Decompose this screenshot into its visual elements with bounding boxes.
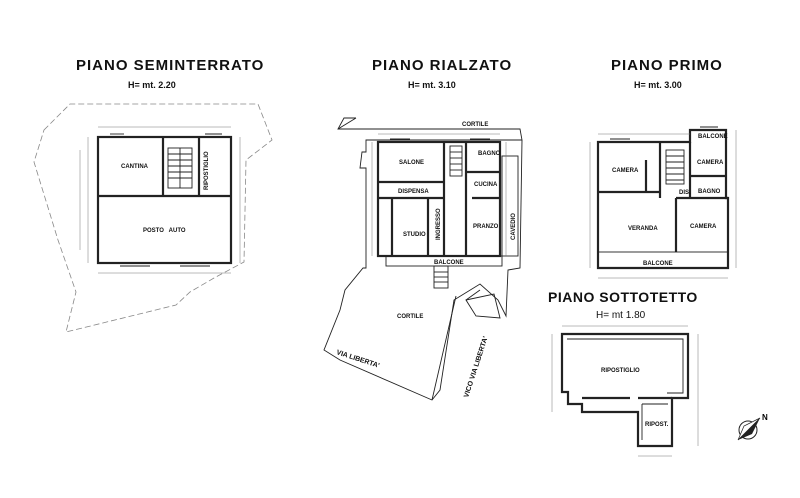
room-ingresso: INGRESSO — [436, 208, 442, 240]
plan-sottotetto — [551, 325, 699, 457]
street-vico-via-liberta: VICO VIA LIBERTA' — [463, 335, 490, 398]
room-cucina: CUCINA — [474, 182, 498, 188]
north-label: N — [762, 413, 768, 422]
rialzato-stairs — [449, 145, 463, 177]
room-camera-left: CAMERA — [612, 168, 639, 174]
room-cantina: CANTINA — [121, 164, 149, 170]
plan-rialzato — [323, 117, 523, 401]
label-dis: DIS. — [679, 190, 691, 196]
north-arrow — [737, 417, 761, 441]
room-camera-bottom-right: CAMERA — [690, 224, 717, 230]
height-primo: H= mt. 3.00 — [634, 80, 682, 90]
room-ripost: RIPOST. — [645, 422, 669, 428]
primo-balcone-strip — [597, 251, 729, 269]
room-dispensa: DISPENSA — [398, 189, 429, 195]
label-balcone-primo-bottom: BALCONE — [643, 261, 673, 267]
height-rialzato: H= mt. 3.10 — [408, 80, 456, 90]
room-ripostiglio-sottotetto: RIPOSTIGLIO — [601, 368, 640, 374]
rialzato-plot-boundary — [323, 117, 523, 401]
height-sottotetto: H= mt 1.80 — [596, 310, 646, 321]
seminterrato-stairs — [167, 147, 193, 189]
room-pranzo: PRANZO — [473, 224, 499, 230]
height-seminterrato: H= mt. 2.20 — [128, 80, 176, 90]
title-seminterrato: PIANO SEMINTERRATO — [76, 57, 265, 74]
label-balcone-primo-top: BALCONE — [698, 134, 728, 140]
plan-primo — [589, 126, 737, 279]
terrain-outline — [33, 103, 273, 333]
room-bagno-rialzato: BAGNO — [478, 151, 501, 157]
cavedio-box — [501, 155, 519, 257]
title-primo: PIANO PRIMO — [611, 57, 723, 74]
room-camera-top-right: CAMERA — [697, 160, 724, 166]
room-posto-auto: POSTO AUTO — [143, 228, 186, 234]
street-via-liberta: VIA LIBERTA' — [335, 349, 380, 370]
label-cortile-top: CORTILE — [462, 122, 488, 128]
seminterrato-outer-wall — [96, 135, 233, 265]
label-cavedio: CAVEDIO — [511, 213, 517, 240]
room-studio: STUDIO — [403, 232, 426, 238]
label-balcone-rialzato: BALCONE — [434, 260, 464, 266]
room-bagno-primo: BAGNO — [698, 189, 721, 195]
title-rialzato: PIANO RIALZATO — [372, 57, 513, 74]
room-ripostiglio-seminterrato: RIPOSTIGLIO — [204, 151, 210, 190]
title-sottotetto: PIANO SOTTOTETTO — [548, 289, 698, 305]
sottotetto-outer-wall — [560, 332, 690, 448]
room-salone: SALONE — [399, 160, 424, 166]
rialzato-entry-steps — [433, 265, 449, 289]
plan-seminterrato — [33, 103, 273, 333]
room-veranda: VERANDA — [628, 226, 658, 232]
label-cortile-bottom: CORTILE — [397, 314, 423, 320]
primo-stairs — [665, 149, 685, 185]
